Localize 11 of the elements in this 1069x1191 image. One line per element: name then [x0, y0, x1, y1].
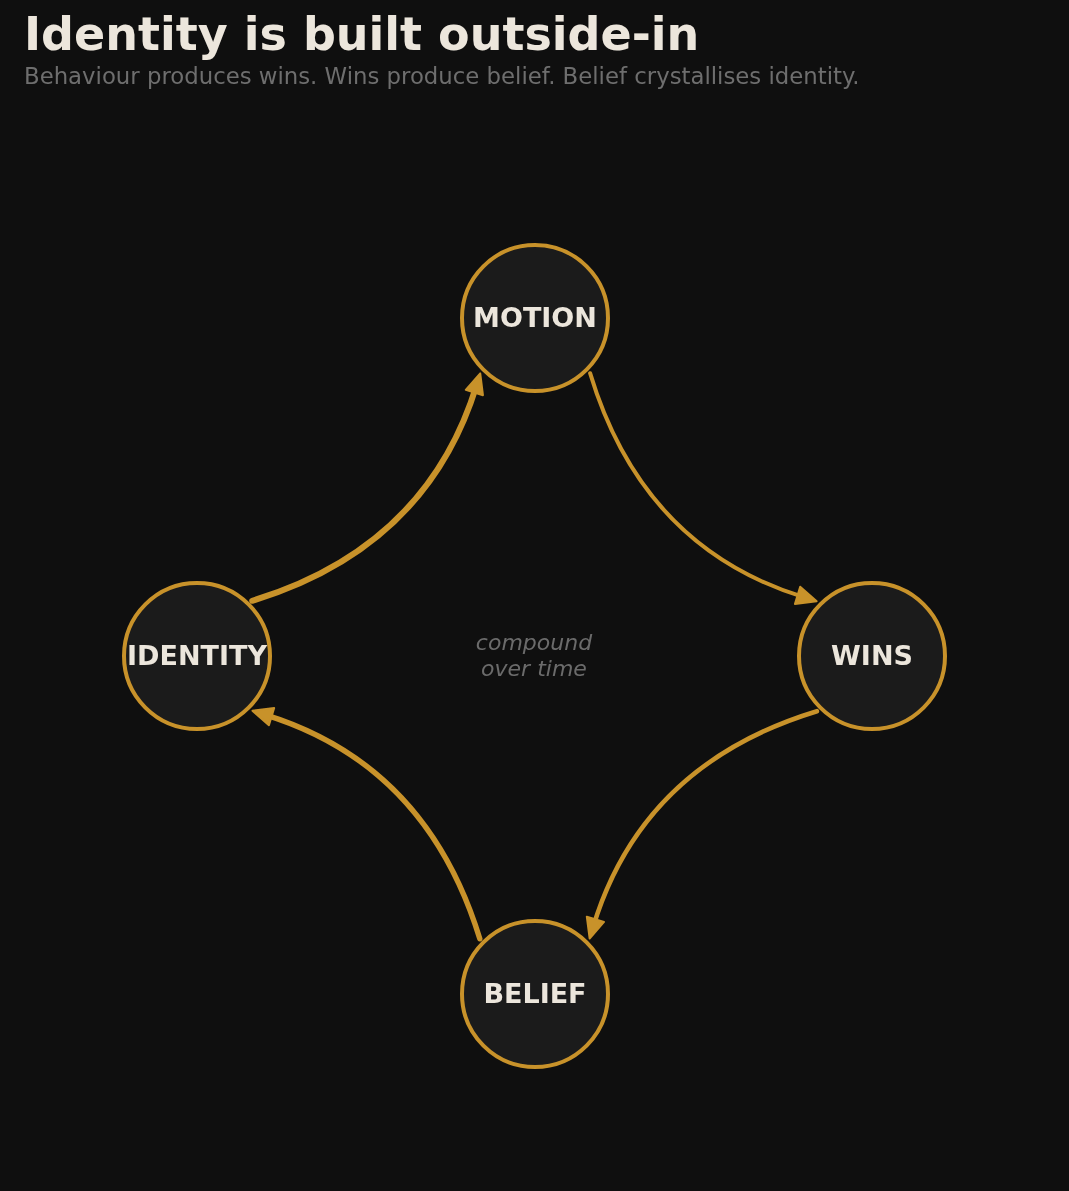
node-label: MOTION [473, 303, 597, 333]
curved-arrow [586, 708, 820, 940]
node-label: BELIEF [483, 979, 587, 1009]
node-label: IDENTITY [127, 641, 267, 671]
curved-arrow [249, 372, 484, 604]
center-note: compound over time [474, 630, 594, 682]
diagram-title: Identity is built outside-in [24, 9, 700, 60]
subtitle-text: Behaviour produces wins. Wins produce belief. Belief crystallises identity. [24, 63, 860, 91]
curved-arrow [251, 707, 483, 942]
node-label: WINS [831, 641, 913, 671]
curved-arrow [588, 371, 818, 605]
